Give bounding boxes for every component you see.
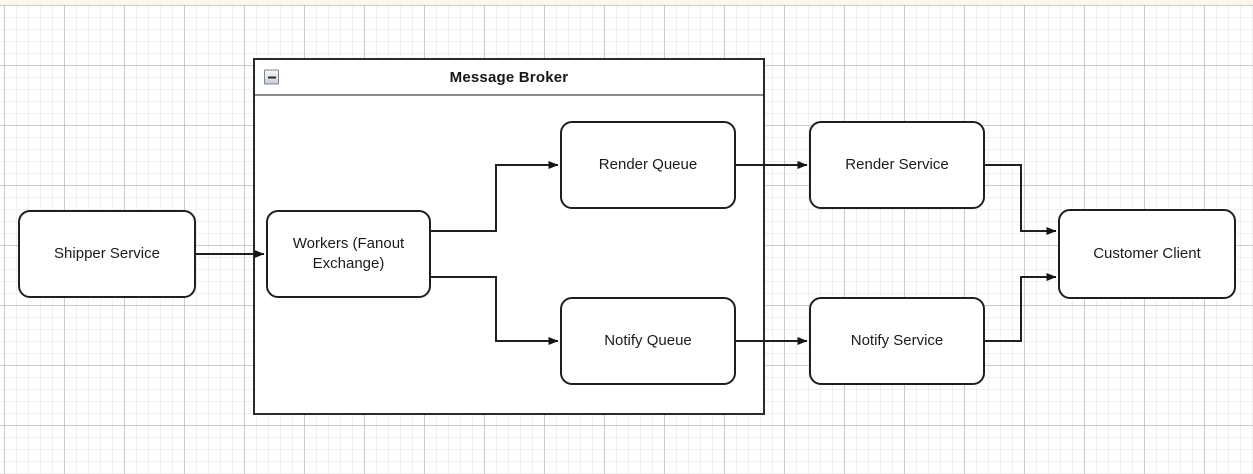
connector-notify-service-to-client[interactable]: [985, 273, 1057, 342]
node-label-notify-queue: Notify Queue: [604, 331, 692, 349]
node-label-workers: Workers (Fanout Exchange): [292, 234, 405, 272]
node-notify-service[interactable]: Notify Service: [809, 297, 985, 385]
node-render-service[interactable]: Render Service: [809, 121, 985, 209]
node-label-customer-client: Customer Client: [1093, 244, 1201, 262]
node-shipper-service[interactable]: Shipper Service: [18, 210, 196, 298]
connector-render-service-to-client[interactable]: [985, 164, 1057, 235]
node-customer-client[interactable]: Customer Client: [1058, 209, 1236, 299]
node-label-render-service: Render Service: [845, 155, 949, 173]
canvas-top-strip: [0, 0, 1253, 5]
node-label-render-queue: Render Queue: [598, 155, 698, 173]
node-workers[interactable]: Workers (Fanout Exchange): [266, 210, 431, 298]
group-title: Message Broker: [449, 68, 569, 86]
node-label-shipper-service: Shipper Service: [54, 244, 160, 262]
connector-workers-to-notify-queue[interactable]: [431, 276, 559, 345]
connector-workers-to-render-queue[interactable]: [431, 161, 559, 232]
node-render-queue[interactable]: Render Queue: [560, 121, 736, 209]
group-titlebar[interactable]: Message Broker: [255, 60, 763, 96]
node-notify-queue[interactable]: Notify Queue: [560, 297, 736, 385]
minus-square-icon[interactable]: [264, 69, 279, 85]
node-label-notify-service: Notify Service: [850, 331, 944, 349]
